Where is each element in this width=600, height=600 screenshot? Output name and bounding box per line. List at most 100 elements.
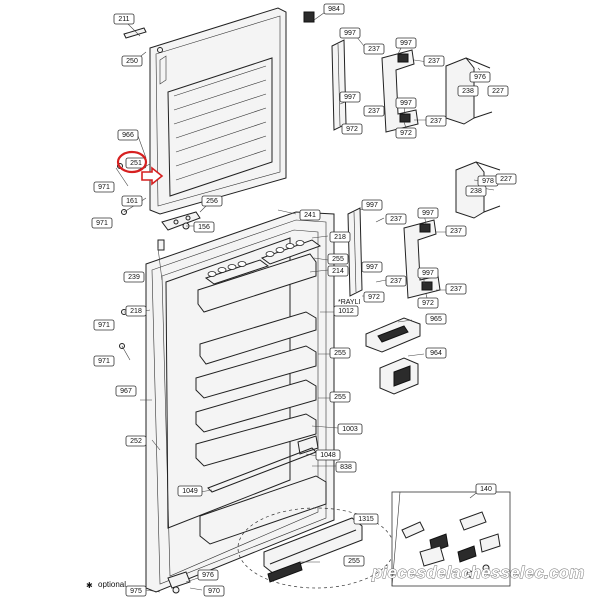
callout-214: 214 — [327, 265, 349, 277]
svg-text:1048: 1048 — [320, 452, 336, 459]
svg-text:238: 238 — [470, 188, 482, 195]
callout-256: 256 — [201, 195, 223, 207]
hinge-bracket-256 — [161, 211, 201, 231]
svg-text:966: 966 — [122, 132, 134, 139]
svg-text:978: 978 — [482, 178, 494, 185]
svg-text:256: 256 — [206, 198, 218, 205]
svg-text:255: 255 — [348, 558, 360, 565]
callout-252: 252 — [125, 435, 147, 447]
callout-972-a: 972 — [341, 123, 363, 135]
svg-text:156: 156 — [198, 224, 210, 231]
callout-237-f: 237 — [445, 225, 467, 237]
callout-976-a: 976 — [469, 71, 491, 83]
callout-1003: 1003 — [337, 423, 363, 435]
svg-text:997: 997 — [366, 202, 378, 209]
callout-237-d: 237 — [425, 115, 447, 127]
callout-1012: 1012 — [333, 305, 359, 317]
watermark: piecesdelachesselec.com — [371, 563, 585, 582]
callout-250: 250 — [121, 55, 143, 67]
svg-text:997: 997 — [344, 30, 356, 37]
callout-1048: 1048 — [315, 449, 341, 461]
dispenser-964 — [379, 357, 419, 395]
hinge-cover-984 — [303, 11, 315, 23]
svg-text:976: 976 — [202, 572, 214, 579]
callout-140: 140 — [475, 483, 497, 495]
svg-text:1315: 1315 — [358, 516, 374, 523]
callout-978: 978 — [477, 175, 499, 187]
callout-237-h: 237 — [445, 283, 467, 295]
egg-tray-upper — [204, 239, 322, 285]
svg-text:238: 238 — [462, 88, 474, 95]
svg-text:237: 237 — [430, 118, 442, 125]
svg-text:241: 241 — [304, 212, 316, 219]
inset-detail-box — [391, 491, 511, 587]
handle-lower-left — [347, 207, 363, 297]
callout-237-g: 237 — [385, 275, 407, 287]
svg-text:211: 211 — [118, 16, 129, 23]
svg-text:251: 251 — [130, 160, 142, 167]
callout-972-c: 972 — [363, 291, 385, 303]
svg-text:971: 971 — [98, 184, 110, 191]
callout-218-b: 218 — [125, 305, 147, 317]
dispenser-965 — [365, 317, 421, 353]
callout-997-b: 997 — [395, 37, 417, 49]
svg-text:1003: 1003 — [342, 426, 358, 433]
svg-text:997: 997 — [400, 40, 412, 47]
svg-text:976: 976 — [474, 74, 486, 81]
callout-971-c: 971 — [93, 319, 115, 331]
svg-text:161: 161 — [126, 198, 138, 205]
callout-976: 976 — [197, 569, 219, 581]
callout-965: 965 — [425, 313, 447, 325]
svg-text:967: 967 — [120, 388, 132, 395]
callout-251: 251 — [125, 157, 147, 169]
callout-984: 984 — [323, 3, 345, 15]
handle-upper-left — [331, 39, 347, 131]
optional-star-icon: ✱ — [86, 581, 93, 590]
svg-text:218: 218 — [334, 234, 346, 241]
callout-227-b: 227 — [495, 173, 517, 185]
callout-967: 967 — [115, 385, 137, 397]
callout-237-a: 237 — [363, 43, 385, 55]
svg-text:972: 972 — [346, 126, 358, 133]
svg-text:214: 214 — [332, 268, 344, 275]
legend-optional: ✱ optional — [86, 580, 126, 590]
callout-237-b: 237 — [423, 55, 445, 67]
callout-238-b: 238 — [465, 185, 487, 197]
svg-text:997: 997 — [344, 94, 356, 101]
callout-971-d: 971 — [93, 355, 115, 367]
door-shelves — [195, 253, 327, 545]
callout-997-d: 997 — [395, 97, 417, 109]
svg-text:237: 237 — [390, 216, 402, 223]
svg-text:237: 237 — [450, 286, 462, 293]
callout-1315: 1315 — [353, 513, 379, 525]
callout-218-a: 218 — [329, 231, 351, 243]
callout-972-b: 972 — [395, 127, 417, 139]
svg-text:975: 975 — [130, 588, 142, 595]
svg-text:997: 997 — [366, 264, 378, 271]
callout-970: 970 — [203, 585, 225, 597]
callout-1049: 1049 — [177, 485, 203, 497]
svg-text:237: 237 — [368, 46, 380, 53]
callout-241: 241 — [299, 209, 321, 221]
svg-text:970: 970 — [208, 588, 220, 595]
callout-255-c: 255 — [329, 391, 351, 403]
callout-211: 211 — [113, 13, 135, 25]
svg-text:965: 965 — [430, 316, 442, 323]
svg-text:218: 218 — [130, 308, 142, 315]
callout-964: 964 — [425, 347, 447, 359]
svg-text:239: 239 — [128, 274, 140, 281]
callout-997-c: 997 — [339, 91, 361, 103]
svg-text:972: 972 — [368, 294, 380, 301]
callout-161: 161 — [121, 195, 143, 207]
callout-997-h: 997 — [417, 267, 439, 279]
svg-text:237: 237 — [390, 278, 402, 285]
svg-text:252: 252 — [130, 438, 142, 445]
svg-text:971: 971 — [96, 220, 108, 227]
callout-255-a: 255 — [327, 253, 349, 265]
svg-text:237: 237 — [368, 108, 380, 115]
svg-text:984: 984 — [328, 6, 340, 13]
freezer-door-handle-cap-211 — [123, 27, 147, 39]
callout-997-g: 997 — [361, 261, 383, 273]
svg-text:255: 255 — [332, 256, 344, 263]
svg-text:227: 227 — [500, 176, 512, 183]
